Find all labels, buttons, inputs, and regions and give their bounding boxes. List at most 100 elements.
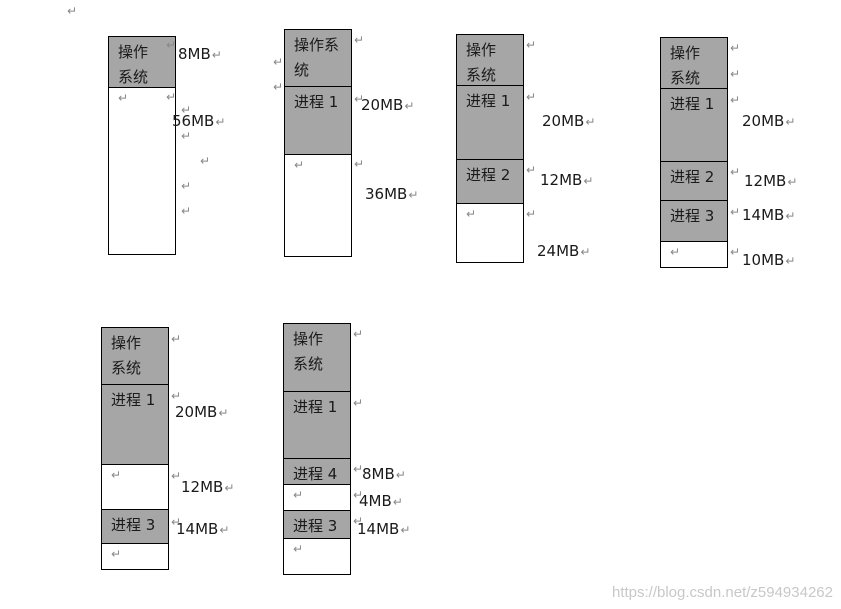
return-mark-icon: ↵ [273, 55, 284, 69]
return-mark-icon: ↵ [585, 115, 596, 129]
memory-segment-os: 操作 系统 [284, 324, 350, 392]
size-value: 8MB [178, 45, 211, 63]
return-mark-icon: ↵ [526, 90, 537, 104]
return-mark-icon: ↵ [580, 245, 591, 259]
segment-label: 进程 3 [111, 516, 156, 534]
return-mark-icon: ↵ [395, 468, 406, 482]
size-label: 20MB↵ [361, 96, 414, 114]
return-mark-icon: ↵ [730, 93, 741, 107]
return-mark-icon: ↵ [171, 469, 182, 483]
return-mark-icon: ↵ [526, 207, 537, 221]
return-mark-icon: ↵ [785, 209, 796, 223]
return-mark-icon: ↵ [392, 495, 403, 509]
memory-segment-process: 进程 3 [102, 510, 168, 544]
return-mark-icon: ↵ [354, 92, 365, 106]
return-mark-icon: ↵ [218, 406, 229, 420]
return-mark-icon: ↵ [181, 204, 192, 218]
size-label: 12MB↵ [744, 172, 797, 190]
return-mark-icon: ↵ [118, 91, 129, 105]
memory-column-1: 操作 系统↵ [108, 36, 176, 255]
memory-segment-process: 进程 2 [457, 160, 523, 204]
memory-column-3: 操作 系统进程 1 进程 2 ↵ [456, 34, 524, 263]
size-value: 12MB [540, 171, 583, 189]
memory-segment-process: 进程 1 [284, 392, 350, 459]
size-label: 24MB↵ [537, 242, 590, 260]
size-label: 8MB↵ [178, 45, 222, 63]
return-mark-icon: ↵ [408, 188, 419, 202]
size-label: 36MB↵ [365, 185, 418, 203]
return-mark-icon: ↵ [354, 157, 365, 171]
memory-segment-os: 操作系 统 [285, 30, 351, 87]
memory-segment-process: 进程 1 [285, 87, 351, 155]
size-label: 20MB↵ [542, 112, 595, 130]
return-mark-icon: ↵ [353, 514, 364, 528]
size-value: 12MB [181, 478, 224, 496]
return-mark-icon: ↵ [293, 542, 304, 556]
return-mark-icon: ↵ [730, 205, 741, 219]
return-mark-icon: ↵ [111, 468, 122, 482]
size-value: 20MB [361, 96, 404, 114]
watermark: https://blog.csdn.net/z594934262 [611, 584, 833, 601]
segment-label: 进程 3 [670, 207, 715, 225]
segment-label: 操作 系统 [466, 41, 497, 84]
segment-label: 操作 系统 [293, 330, 324, 373]
memory-segment-free: ↵ [102, 465, 168, 510]
segment-label: 操作 系统 [670, 44, 701, 87]
size-value: 12MB [744, 172, 787, 190]
return-mark-icon: ↵ [166, 90, 177, 104]
segment-label: 进程 3 [293, 517, 338, 535]
memory-segment-free: ↵ [285, 155, 351, 256]
segment-label: 进程 1 [111, 391, 156, 409]
size-value: 20MB [175, 403, 218, 421]
memory-segment-process: 进程 1 [661, 89, 727, 162]
return-mark-icon: ↵ [294, 158, 305, 172]
size-label: 14MB↵ [357, 520, 410, 538]
memory-segment-free: ↵ [661, 242, 727, 267]
size-value: 36MB [365, 185, 408, 203]
segment-label: 进程 2 [466, 166, 511, 184]
return-mark-icon: ↵ [181, 179, 192, 193]
return-mark-icon: ↵ [219, 523, 230, 537]
size-label: 8MB↵ [362, 465, 406, 483]
return-mark-icon: ↵ [526, 163, 537, 177]
return-mark-icon: ↵ [466, 207, 477, 221]
memory-segment-os: 操作 系统 [109, 37, 175, 88]
size-value: 14MB [742, 206, 785, 224]
size-value: 14MB [176, 520, 219, 538]
memory-segment-free: ↵ [109, 88, 175, 254]
return-mark-icon: ↵ [171, 389, 182, 403]
return-mark-icon: ↵ [353, 327, 364, 341]
size-label: 4MB↵ [359, 492, 403, 510]
return-mark-icon: ↵ [353, 462, 364, 476]
return-mark-icon: ↵ [200, 154, 211, 168]
segment-label: 进程 1 [466, 92, 511, 110]
memory-segment-process: 进程 4 [284, 459, 350, 485]
return-mark-icon: ↵ [171, 332, 182, 346]
return-mark-icon: ↵ [181, 129, 192, 143]
return-mark-icon: ↵ [730, 67, 741, 81]
memory-segment-os: 操作 系统 [457, 35, 523, 86]
return-mark-icon: ↵ [785, 254, 796, 268]
return-mark-icon: ↵ [670, 245, 681, 259]
size-value: 8MB [362, 465, 395, 483]
size-value: 4MB [359, 492, 392, 510]
return-mark-icon: ↵ [215, 115, 226, 129]
segment-label: 进程 4 [293, 465, 338, 483]
return-mark-icon: ↵ [166, 38, 177, 52]
size-label: 56MB↵ [172, 112, 225, 130]
return-mark-icon: ↵ [111, 547, 122, 561]
return-mark-icon: ↵ [730, 41, 741, 55]
segment-label: 进程 1 [294, 93, 339, 111]
memory-segment-process: 进程 1 [457, 86, 523, 160]
return-mark-icon: ↵ [224, 481, 235, 495]
size-value: 14MB [357, 520, 400, 538]
memory-segment-os: 操作 系统 [102, 328, 168, 385]
segment-label: 进程 1 [670, 95, 715, 113]
memory-segment-process: 进程 3 [284, 511, 350, 539]
size-label: 12MB↵ [181, 478, 234, 496]
memory-segment-free: ↵ [284, 485, 350, 511]
return-mark-icon: ↵ [273, 80, 284, 94]
return-mark-icon: ↵ [404, 99, 415, 113]
return-mark-icon: ↵ [526, 38, 537, 52]
